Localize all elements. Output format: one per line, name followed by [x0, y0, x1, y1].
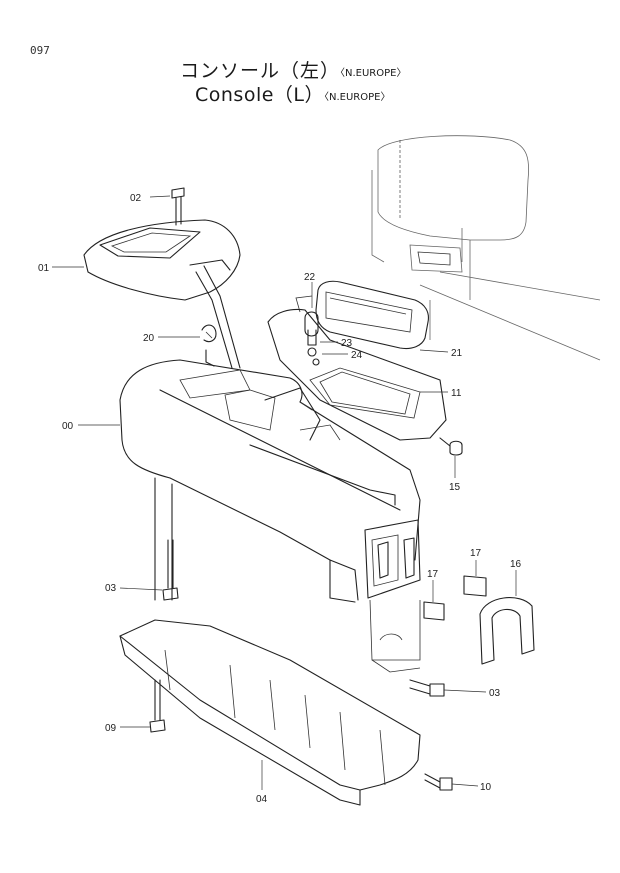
part-03-bolt-lower: [409, 679, 445, 697]
callout-15: 15: [449, 482, 461, 493]
part-21-tray: [315, 280, 429, 350]
callout-17-right: 17: [470, 548, 482, 559]
callout-03-upper: 03: [105, 583, 117, 594]
seat-background-outline: [371, 135, 601, 361]
part-03-bolt-upper: [162, 539, 179, 601]
leader-lines: [52, 195, 517, 790]
part-00-console-body: [119, 359, 421, 603]
part-22-switch: [295, 295, 319, 346]
callout-22: 22: [304, 272, 316, 283]
callout-09: 09: [105, 723, 117, 734]
part-16-u-rubber: [479, 597, 535, 665]
part-24-washer: [312, 358, 320, 366]
part-04-bottom-cover: [119, 619, 421, 806]
lower-mounting-bracket: [369, 599, 421, 673]
title-jp-region: 〈N.EUROPE〉: [340, 68, 407, 79]
callout-00: 00: [62, 421, 74, 432]
callout-04: 04: [256, 794, 268, 805]
callout-20: 20: [143, 333, 155, 344]
callout-24: 24: [351, 350, 363, 361]
title-en-region: 〈N.EUROPE〉: [324, 92, 391, 103]
part-02-bolt: [171, 187, 185, 226]
callout-17-left: 17: [427, 569, 439, 580]
title-en-text: Console（L）: [195, 84, 325, 106]
callout-21: 21: [451, 348, 463, 359]
title-japanese: コンソール（左）〈N.EUROPE〉: [180, 56, 406, 83]
callout-01: 01: [38, 263, 50, 274]
callout-23: 23: [341, 338, 353, 349]
callout-02: 02: [130, 193, 142, 204]
part-01-top-cover: [83, 219, 241, 369]
page-number: 097: [30, 44, 50, 57]
callout-11: 11: [451, 388, 462, 399]
callout-03-lower: 03: [489, 688, 501, 699]
part-10-bolt: [424, 773, 453, 791]
title-english: Console（L）〈N.EUROPE〉: [195, 80, 390, 107]
part-11-upper-panel: [267, 308, 447, 441]
callout-10: 10: [480, 782, 492, 793]
part-15-bolt: [439, 437, 463, 456]
part-17-pad-right: [463, 575, 487, 597]
part-17-pad-left: [423, 601, 445, 621]
title-jp-text: コンソール（左）: [180, 60, 341, 82]
part-20-clamp: [201, 324, 217, 367]
callout-16: 16: [510, 559, 522, 570]
part-23-nut: [307, 347, 317, 357]
part-09-screw: [149, 679, 166, 733]
